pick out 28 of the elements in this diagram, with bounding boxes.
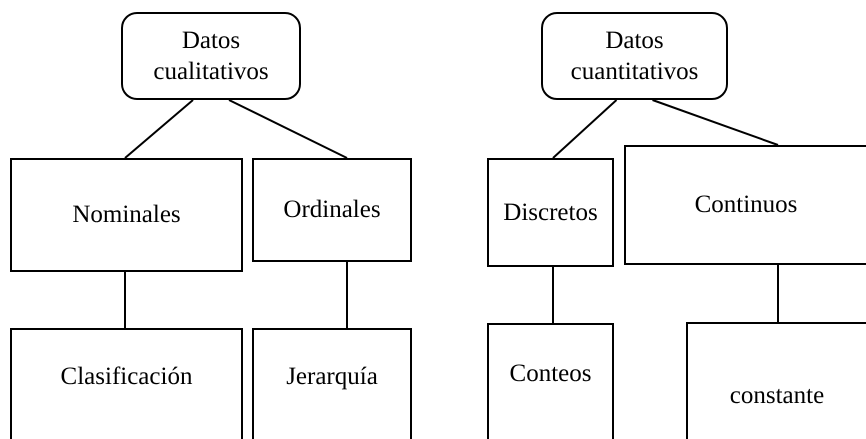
type-box [624,145,866,265]
node-label: Discretos [502,198,599,228]
node-label: Conteos [508,359,592,390]
node-label: Clasificación [60,362,194,392]
connector-line [552,267,554,323]
connector-line [228,99,348,159]
type-box [487,323,614,439]
category-box [121,12,301,100]
node-label: Datos cualitativos [152,26,270,87]
node-label: Ordinales [282,195,382,226]
connector-line [552,99,618,159]
node-label: Nominales [71,200,182,230]
connector-line [124,99,194,159]
type-box [252,328,412,439]
node-label: Continuos [694,190,798,220]
type-box [686,322,866,439]
connector-line [346,262,348,328]
type-box [487,158,614,267]
connector-line [124,272,126,328]
node-label: constante [728,380,826,411]
category-box [541,12,728,100]
type-box [10,328,243,439]
type-box [10,158,243,272]
node-label: Jerarquía [285,362,379,392]
type-box [252,158,412,262]
node-label: Datos cuantitativos [570,26,700,87]
connector-line [652,99,778,146]
connector-line [777,265,779,322]
